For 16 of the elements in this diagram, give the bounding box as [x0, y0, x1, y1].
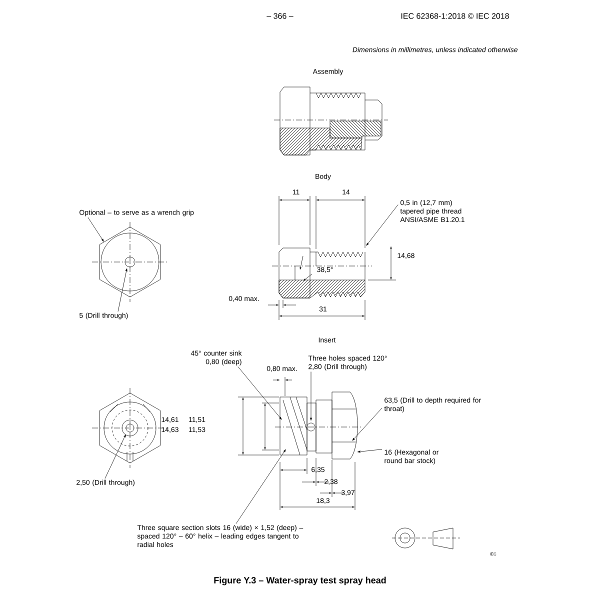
leader-line [357, 449, 382, 453]
header-text: IEC 62368-1:2018 © IEC 2018 [401, 13, 509, 19]
page-number: – 366 – [266, 13, 294, 19]
caption: Figure Y.3 – Water-spray test spray head [214, 576, 386, 586]
leader-line [310, 372, 312, 421]
leader-line [352, 408, 382, 441]
body-drawing [278, 248, 366, 298]
leader-line [236, 449, 286, 524]
hexagon-end-view-drawing [92, 222, 168, 302]
insert-drawing [274, 392, 362, 460]
body-drawing [272, 266, 372, 298]
leader-line [104, 434, 126, 479]
leader-line [366, 204, 398, 246]
leader-line [118, 268, 128, 312]
leader-line [88, 217, 104, 242]
leader-line [238, 366, 282, 420]
